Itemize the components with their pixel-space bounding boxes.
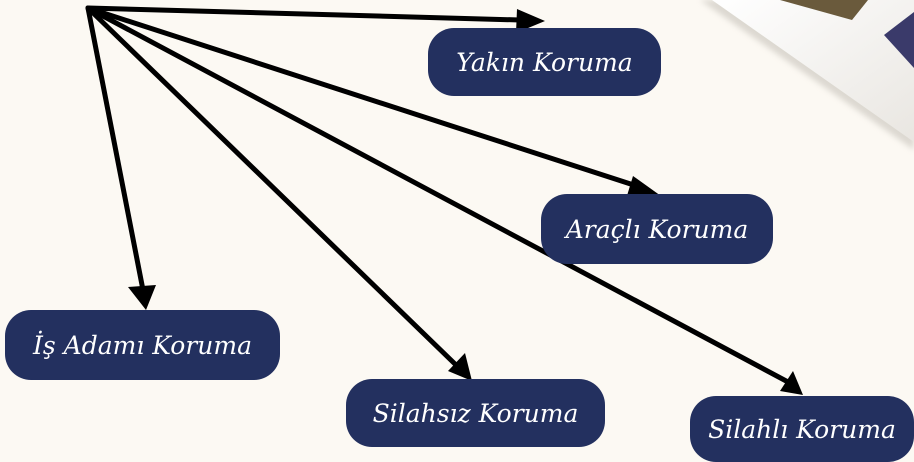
node-is-adami-koruma: İş Adamı Koruma — [5, 310, 280, 380]
arrow-to-is-adami-koruma — [85, 5, 146, 293]
node-label: Yakın Koruma — [456, 47, 633, 77]
node-aracli-koruma: Araçlı Koruma — [541, 194, 773, 264]
arrowhead-silahsiz — [448, 353, 472, 381]
arrow-to-silahli-koruma — [85, 5, 791, 385]
node-label: İş Adamı Koruma — [33, 330, 252, 360]
arrowhead-aracli — [626, 176, 661, 199]
arrowhead-silahli — [780, 371, 803, 395]
arrowhead-yakin — [516, 9, 545, 33]
node-label: Silahlı Koruma — [708, 414, 896, 444]
arrow-to-yakin-koruma — [85, 5, 523, 23]
node-label: Araçlı Koruma — [565, 214, 749, 244]
node-yakin-koruma: Yakın Koruma — [428, 28, 661, 96]
node-label: Silahsız Koruma — [372, 398, 579, 428]
node-silahsiz-koruma: Silahsız Koruma — [346, 379, 605, 447]
arrow-to-aracli-koruma — [85, 5, 646, 191]
arrowhead-is-adami — [128, 285, 156, 310]
arrow-to-silahsiz-koruma — [85, 5, 458, 367]
node-silahli-koruma: Silahlı Koruma — [690, 396, 914, 462]
